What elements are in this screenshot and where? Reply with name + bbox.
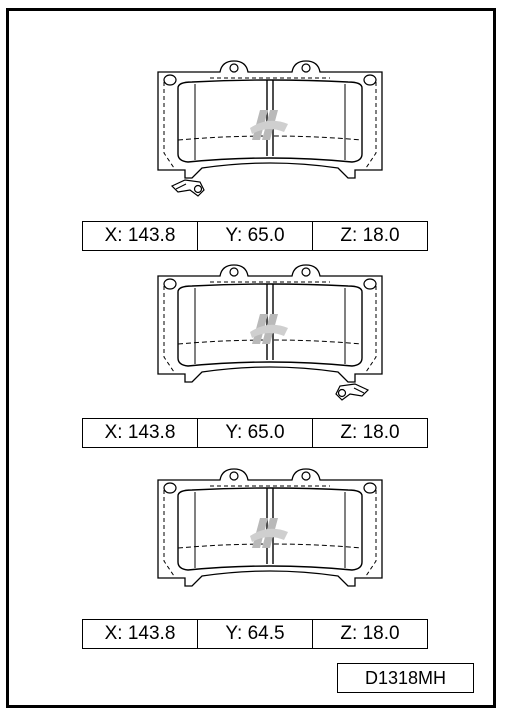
x-dimension: X: 143.8 <box>83 222 198 250</box>
dimension-table-3: X: 143.8 Y: 64.5 Z: 18.0 <box>82 619 428 649</box>
brake-pad-drawing-3 <box>150 466 390 616</box>
brake-pad-drawing-1 <box>150 58 390 208</box>
dimension-table-2: X: 143.8 Y: 65.0 Z: 18.0 <box>82 418 428 448</box>
brand-logo-2 <box>250 314 288 344</box>
wear-indicator-2 <box>335 383 370 401</box>
drawing-frame <box>6 8 496 708</box>
wear-indicator-1 <box>170 179 205 197</box>
z-dimension: Z: 18.0 <box>340 623 400 644</box>
brake-pad-outline-3 <box>157 468 383 587</box>
dimension-table-1: X: 143.8 Y: 65.0 Z: 18.0 <box>82 221 428 251</box>
y-dimension: Y: 65.0 <box>198 419 313 447</box>
z-dimension: Z: 18.0 <box>340 422 400 443</box>
x-dimension: X: 143.8 <box>83 419 198 447</box>
z-dimension: Z: 18.0 <box>340 225 400 246</box>
brake-pad-drawing-2 <box>150 262 390 412</box>
y-dimension: Y: 64.5 <box>198 620 313 648</box>
y-dimension: Y: 65.0 <box>198 222 313 250</box>
brand-logo-1 <box>250 110 288 140</box>
brake-pad-outline-2 <box>157 264 383 401</box>
part-number-label: D1318MH <box>337 663 474 693</box>
x-dimension: X: 143.8 <box>83 620 198 648</box>
brake-pad-outline-1 <box>157 60 383 197</box>
brand-logo-3 <box>250 518 288 548</box>
